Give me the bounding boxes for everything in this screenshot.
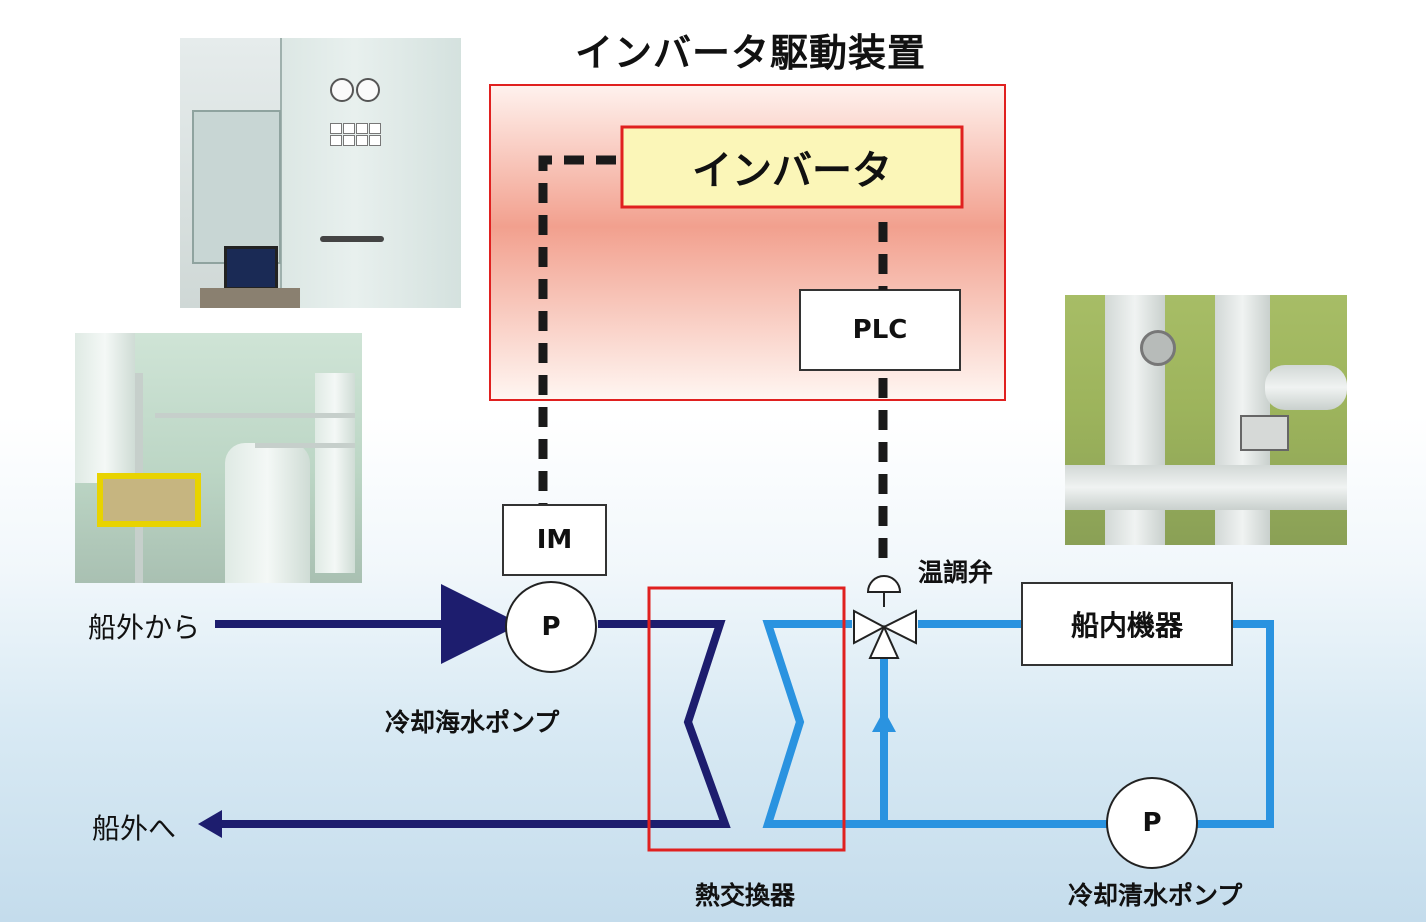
freshwater-pump-label: 冷却清水ポンプ bbox=[1068, 881, 1243, 910]
inverter-label: インバータ bbox=[692, 148, 892, 194]
freshwater-bypass-arrow bbox=[872, 710, 896, 732]
seawater-pump-label: 冷却海水ポンプ bbox=[385, 708, 560, 737]
heat-exchanger-frame bbox=[647, 586, 846, 852]
pump-room-photo bbox=[75, 333, 362, 583]
outlet-label: 船外へ bbox=[92, 812, 177, 845]
motor-box bbox=[502, 504, 607, 576]
plc-box bbox=[799, 289, 961, 371]
inlet-label: 船外から bbox=[88, 611, 201, 644]
valve-label: 温調弁 bbox=[918, 558, 994, 587]
control-panel-photo bbox=[180, 38, 461, 308]
inverter-box bbox=[620, 125, 964, 209]
signal-line-inverter-to-motor bbox=[538, 155, 616, 505]
freshwater-pump-symbol: P bbox=[1142, 808, 1162, 838]
seawater-pump-symbol: P bbox=[541, 612, 561, 642]
seawater-hx-line bbox=[212, 620, 731, 828]
page-title: インバータ駆動装置 bbox=[575, 31, 927, 75]
freshwater-pump-circle bbox=[1106, 777, 1198, 869]
motor-label: IM bbox=[536, 525, 573, 555]
valve-photo bbox=[1065, 295, 1347, 545]
seawater-outlet-arrow bbox=[198, 810, 222, 838]
three-way-valve bbox=[853, 575, 917, 659]
heat-exchanger-label: 熱交換器 bbox=[695, 881, 796, 910]
equipment-box bbox=[1021, 582, 1233, 666]
seawater-pump-circle bbox=[505, 581, 597, 673]
equipment-label: 船内機器 bbox=[1070, 609, 1183, 642]
plc-label: PLC bbox=[852, 315, 908, 345]
